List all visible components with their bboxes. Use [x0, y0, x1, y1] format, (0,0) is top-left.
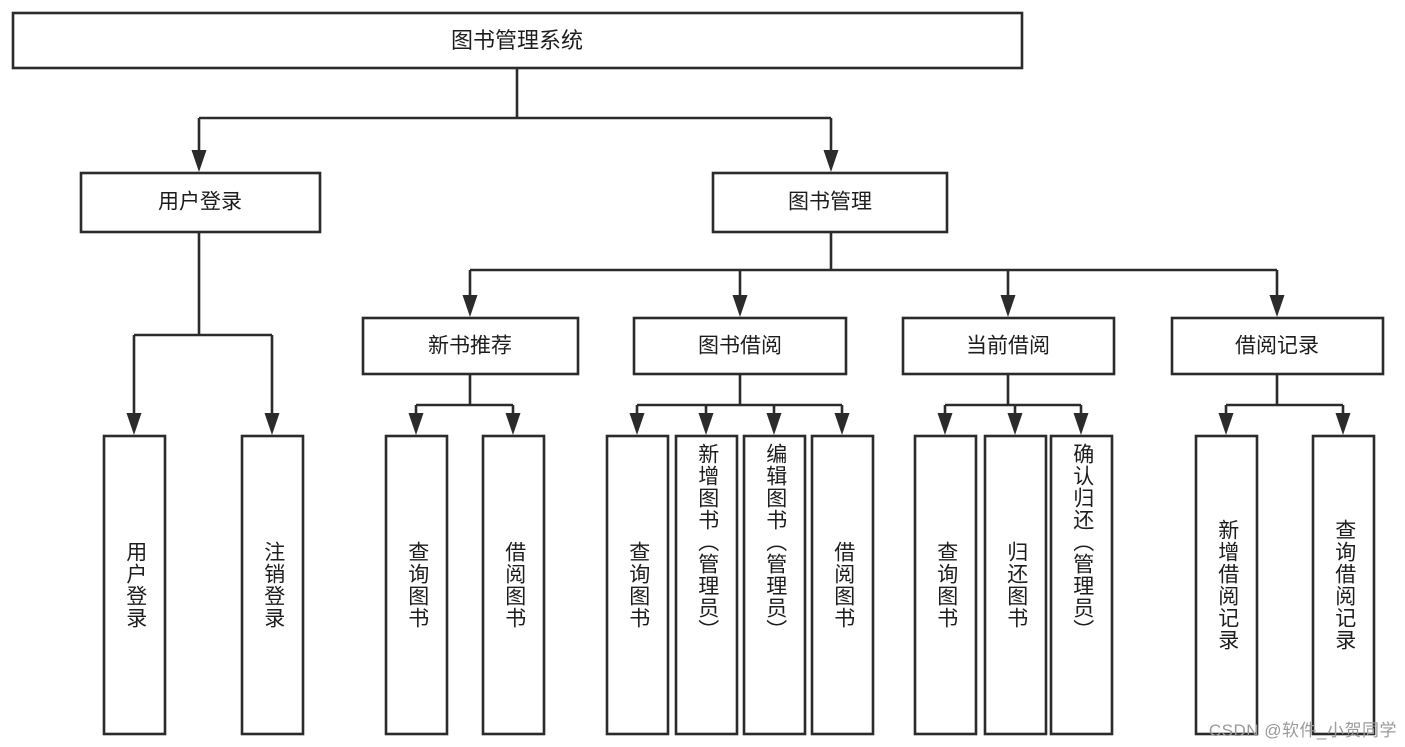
node-book-borrow[interactable]: 图书借阅 [632, 316, 848, 376]
node-user-login-label: 用户登录 [158, 191, 242, 214]
csdn-watermark: CSDN @软件_小贺同学 [1208, 721, 1397, 740]
leaf-box-query-book-3[interactable] [913, 434, 978, 736]
leaf-box-edit-book[interactable] [742, 434, 807, 736]
connector-root-to-level1 [191, 68, 839, 172]
node-book-manage[interactable]: 图书管理 [711, 171, 949, 234]
connector-bookmanage-to-level2 [462, 232, 1285, 317]
connector-currentborrow-to-leaves [937, 374, 1089, 435]
leaf-box-query-record[interactable] [1311, 434, 1376, 736]
leaf-box-user-login[interactable] [102, 434, 167, 736]
connector-userlogin-to-leaves [126, 232, 280, 435]
node-book-borrow-label: 图书借阅 [698, 335, 782, 358]
leaf-box-add-record[interactable] [1194, 434, 1259, 736]
node-current-borrow-label: 当前借阅 [966, 335, 1050, 358]
connector-borrowrecord-to-leaves [1218, 374, 1351, 435]
leaf-box-confirm-return[interactable] [1049, 434, 1114, 736]
leaf-box-borrow-book-2[interactable] [810, 434, 875, 736]
leaf-box-borrow-book-1[interactable] [481, 434, 546, 736]
node-new-book-rec-label: 新书推荐 [428, 335, 512, 358]
node-borrow-record-label: 借阅记录 [1235, 335, 1319, 358]
connector-newbook-to-leaves [408, 374, 521, 435]
leaf-box-query-book-1[interactable] [384, 434, 449, 736]
node-user-login[interactable]: 用户登录 [79, 171, 322, 234]
node-current-borrow[interactable]: 当前借阅 [901, 316, 1116, 376]
leaf-box-query-book-2[interactable] [605, 434, 670, 736]
leaf-box-return-book[interactable] [983, 434, 1048, 736]
node-root[interactable]: 图书管理系统 [11, 11, 1024, 70]
node-root-label: 图书管理系统 [451, 28, 583, 53]
node-borrow-record[interactable]: 借阅记录 [1170, 316, 1385, 376]
connector-bookborrow-to-leaves [629, 374, 850, 435]
leaf-box-add-book[interactable] [674, 434, 739, 736]
node-book-manage-label: 图书管理 [788, 191, 872, 214]
leaf-box-logout-login[interactable] [240, 434, 305, 736]
node-new-book-rec[interactable]: 新书推荐 [361, 316, 580, 376]
